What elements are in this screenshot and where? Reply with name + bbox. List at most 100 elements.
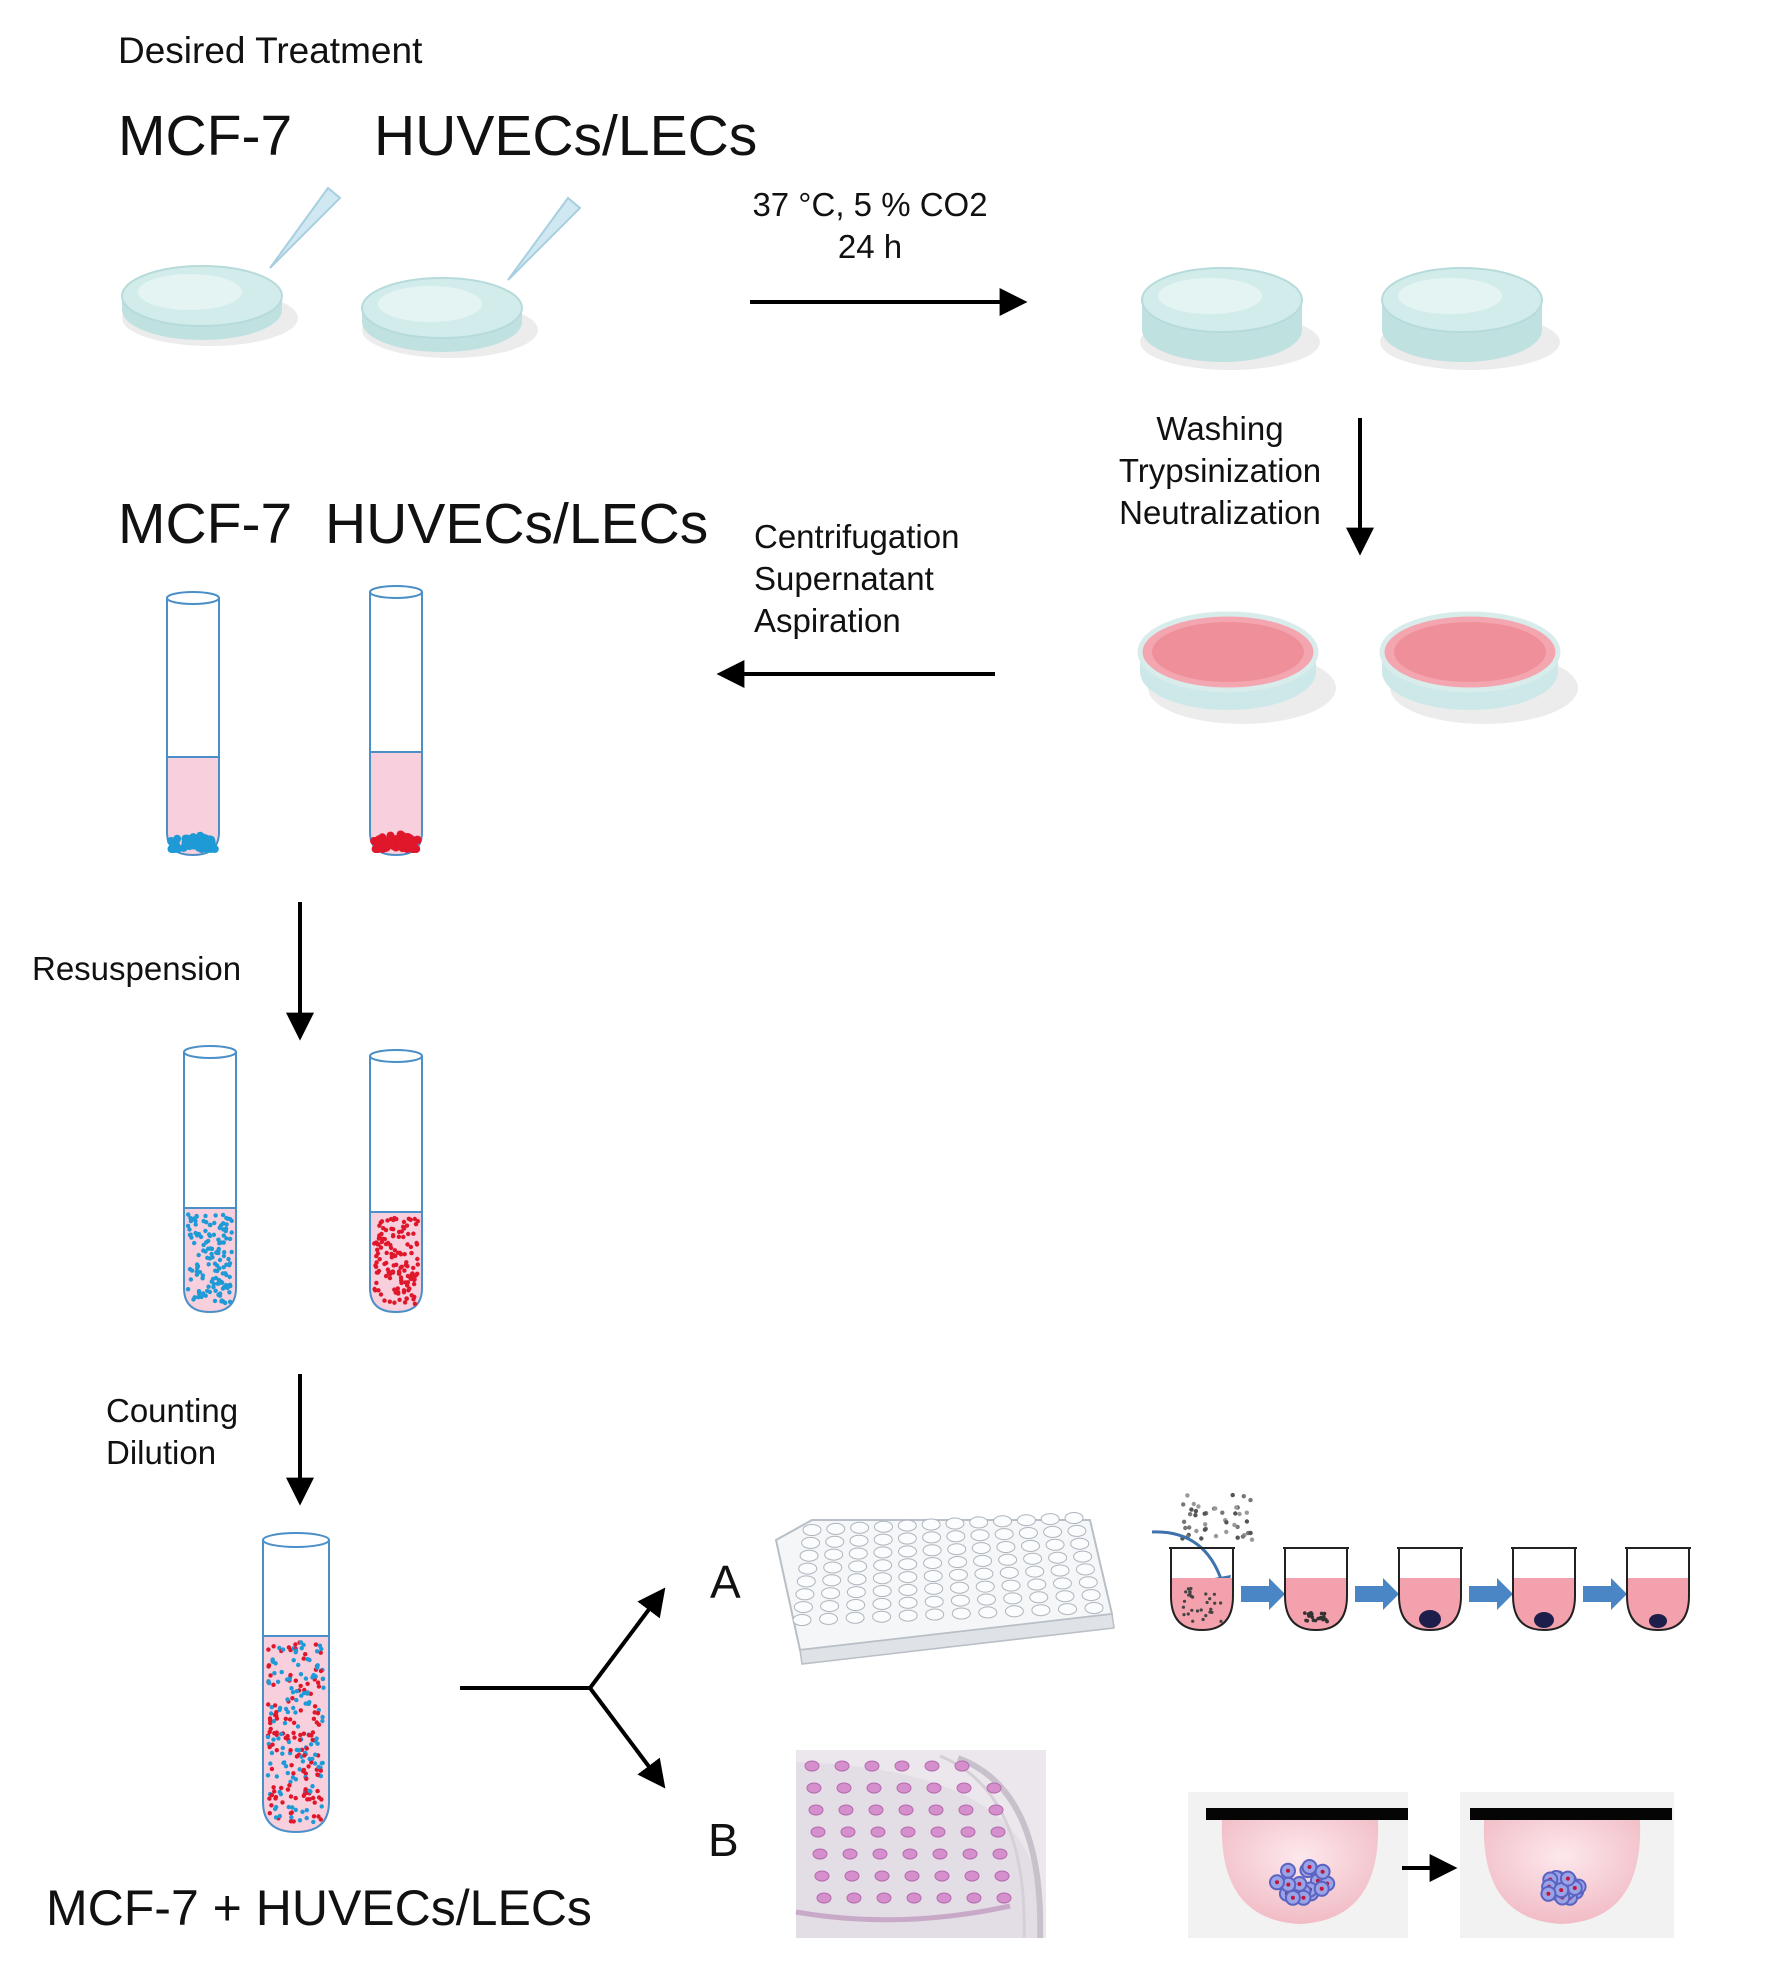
mixture-label: MCF-7 + HUVECs/LECs bbox=[46, 1880, 592, 1936]
cell bbox=[273, 1804, 279, 1810]
cell bbox=[213, 1288, 218, 1294]
cell bbox=[320, 1718, 325, 1724]
drop bbox=[936, 1892, 952, 1904]
cell bbox=[319, 1646, 324, 1652]
cell bbox=[305, 1690, 310, 1695]
cell bbox=[310, 1737, 315, 1743]
cell bbox=[293, 1710, 298, 1715]
cell bbox=[274, 1774, 279, 1779]
cell bbox=[411, 1231, 416, 1236]
hanging-drop-dispersed bbox=[1188, 1792, 1408, 1938]
cell bbox=[278, 1731, 284, 1737]
cell bbox=[306, 1733, 312, 1738]
cell bbox=[227, 1274, 232, 1280]
cell bbox=[293, 1650, 298, 1655]
cell bbox=[392, 1215, 397, 1221]
cell bbox=[219, 1299, 224, 1304]
cell bbox=[227, 1299, 233, 1305]
cell bbox=[302, 1753, 307, 1758]
cell bbox=[211, 1232, 217, 1238]
cell bbox=[199, 839, 208, 848]
cell bbox=[1193, 1513, 1198, 1518]
cell bbox=[307, 1700, 312, 1705]
cell bbox=[203, 1213, 208, 1219]
cell bbox=[1235, 1524, 1240, 1530]
incubation-duration-text: 24 h bbox=[837, 227, 903, 265]
cell bbox=[319, 1797, 324, 1802]
cell bbox=[401, 1290, 407, 1295]
huvec-top-label: HUVECs/LECs bbox=[374, 104, 758, 168]
drop bbox=[812, 1848, 828, 1860]
well bbox=[1058, 1603, 1077, 1616]
cell bbox=[320, 1676, 326, 1682]
well bbox=[824, 1548, 844, 1561]
cell bbox=[399, 1264, 404, 1270]
well bbox=[801, 1536, 821, 1549]
cell bbox=[404, 1260, 409, 1265]
cell bbox=[316, 1684, 322, 1689]
drop bbox=[838, 1804, 854, 1816]
cell bbox=[379, 1219, 385, 1224]
well bbox=[921, 1518, 941, 1531]
cell bbox=[316, 1722, 322, 1727]
cell bbox=[205, 1255, 210, 1261]
cell bbox=[1233, 1511, 1238, 1516]
cell bbox=[189, 1268, 195, 1273]
cell bbox=[307, 1756, 312, 1762]
cell bbox=[196, 1295, 201, 1300]
cell bbox=[209, 1279, 214, 1284]
cell bbox=[280, 1800, 285, 1805]
cell bbox=[217, 1293, 223, 1298]
cell bbox=[1224, 1529, 1229, 1535]
drop bbox=[904, 1870, 920, 1882]
cell bbox=[318, 1817, 323, 1822]
well bbox=[793, 1601, 813, 1614]
method-b-label: B bbox=[708, 1814, 739, 1866]
cell bbox=[308, 1742, 314, 1747]
cell bbox=[223, 1285, 229, 1290]
well bbox=[898, 1571, 918, 1584]
drop bbox=[834, 1760, 850, 1772]
cell bbox=[267, 1796, 272, 1801]
well bbox=[897, 1532, 917, 1545]
cell bbox=[277, 1705, 283, 1711]
cell bbox=[317, 1643, 323, 1648]
cell bbox=[297, 1748, 302, 1753]
cell bbox=[267, 1811, 272, 1816]
cell bbox=[290, 1805, 295, 1810]
well bbox=[1027, 1578, 1047, 1591]
cell bbox=[221, 1240, 226, 1245]
cell bbox=[196, 1291, 202, 1296]
well bbox=[947, 1543, 967, 1556]
cell bbox=[288, 1748, 293, 1753]
cell bbox=[306, 1764, 311, 1769]
well bbox=[898, 1609, 918, 1622]
cell bbox=[268, 1711, 274, 1716]
cell bbox=[206, 1262, 211, 1267]
well bbox=[820, 1600, 840, 1613]
washing-text: Washing bbox=[1156, 410, 1284, 447]
cell bbox=[229, 1249, 234, 1255]
cell bbox=[395, 1286, 400, 1291]
cell bbox=[300, 1809, 305, 1815]
cell bbox=[310, 1784, 315, 1789]
cell bbox=[407, 1286, 412, 1291]
cell bbox=[285, 1697, 290, 1702]
well bbox=[873, 1559, 893, 1572]
cell bbox=[311, 1672, 316, 1678]
cell bbox=[391, 1263, 396, 1268]
cell bbox=[305, 1681, 310, 1687]
cell bbox=[1248, 1497, 1253, 1503]
drop bbox=[928, 1804, 944, 1816]
well bbox=[792, 1614, 812, 1626]
drop bbox=[806, 1782, 822, 1794]
cell bbox=[201, 1248, 206, 1253]
cell bbox=[1187, 1525, 1192, 1530]
cell bbox=[320, 1760, 325, 1766]
well bbox=[819, 1612, 838, 1625]
drop bbox=[816, 1892, 832, 1904]
cell bbox=[207, 1222, 212, 1228]
cell bbox=[266, 1702, 271, 1707]
cell bbox=[383, 1227, 389, 1233]
drop bbox=[958, 1804, 974, 1816]
